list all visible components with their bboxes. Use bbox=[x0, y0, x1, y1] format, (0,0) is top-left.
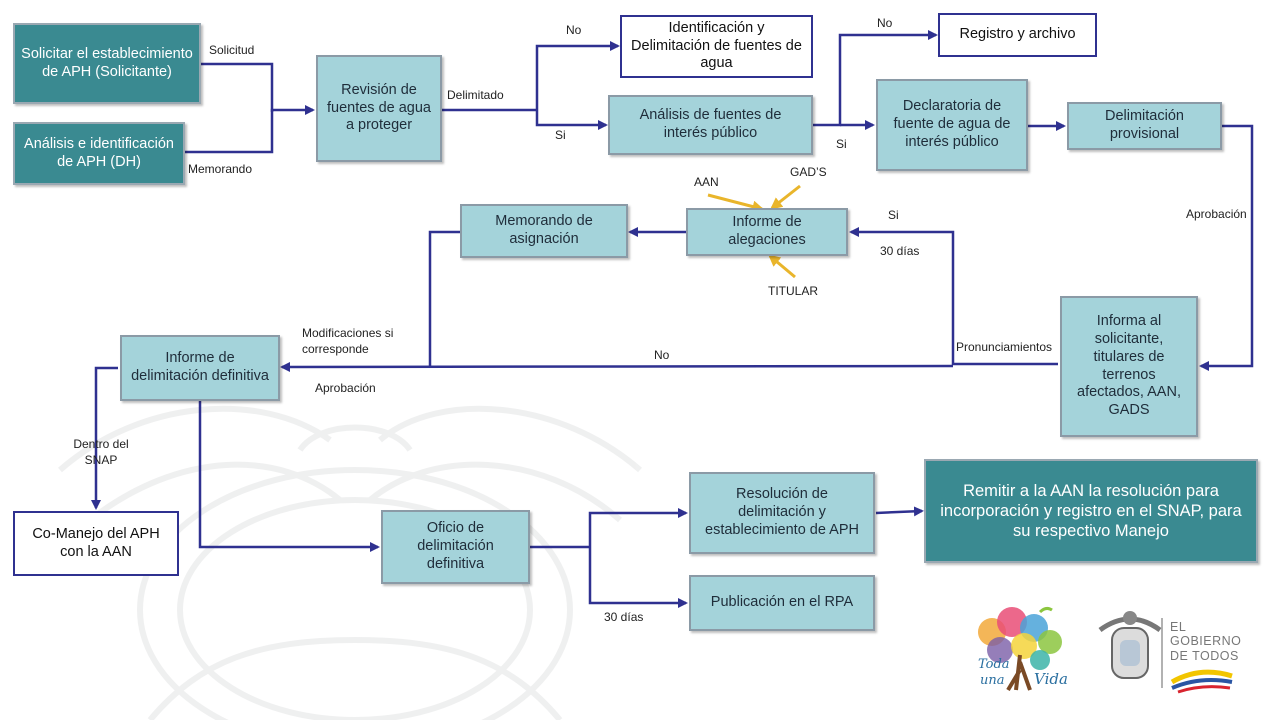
label-30-dias-bottom: 30 días bbox=[604, 610, 644, 624]
node-identificacion-text: Identificación y Delimitación de fuentes… bbox=[631, 19, 802, 72]
node-publicacion-text: Publicación en el RPA bbox=[710, 594, 854, 611]
label-no-top: No bbox=[566, 23, 582, 37]
label-pronunciamientos: Pronunciamientos bbox=[956, 340, 1053, 354]
node-solicitar: Solicitar el establecimiento de APH (Sol… bbox=[13, 23, 201, 104]
node-remitir: Remitir a la AAN la resolución para inco… bbox=[924, 459, 1258, 563]
connector-dentro-snap bbox=[91, 366, 118, 510]
node-memorando-text: Memorando de asignación bbox=[495, 213, 593, 247]
logo-gobierno-text: EL GOBIERNO DE TODOS bbox=[1170, 620, 1242, 663]
connector-resolucion-remitir bbox=[875, 506, 924, 517]
arrow-aan bbox=[707, 193, 765, 213]
node-alegaciones-text: Informe de alegaciones bbox=[728, 214, 806, 248]
label-solicitud: Solicitud bbox=[209, 43, 255, 57]
node-delim-provisional: Delimitación provisional bbox=[1067, 102, 1222, 150]
node-revision: Revisión de fuentes de agua a proteger bbox=[316, 55, 442, 162]
node-revision-text: Revisión de fuentes de agua a proteger bbox=[326, 81, 431, 134]
node-analisis-fuentes-text: Análisis de fuentes de interés público bbox=[639, 107, 782, 141]
connector-si-alegaciones bbox=[849, 227, 1058, 366]
connector-aprobacion-informa bbox=[1199, 124, 1254, 371]
node-informe-def-text: Informe de delimitación definitiva bbox=[131, 350, 269, 384]
connector-memorando bbox=[185, 105, 315, 154]
connector-no-definitiva bbox=[280, 361, 954, 372]
node-solicitar-text: Solicitar el establecimiento de APH (Sol… bbox=[21, 45, 193, 80]
node-analisis-aph: Análisis e identificación de APH (DH) bbox=[13, 122, 185, 185]
label-delimitado: Delimitado bbox=[447, 88, 504, 102]
arrow-titular bbox=[768, 254, 796, 279]
label-dentro-snap: Dentro del SNAP bbox=[73, 437, 129, 467]
label-titular: TITULAR bbox=[768, 284, 819, 298]
connector-si-analisis bbox=[535, 110, 608, 130]
node-memorando: Memorando de asignación bbox=[460, 204, 628, 258]
label-gads: GAD’S bbox=[790, 165, 827, 179]
connector-memorando-definitiva bbox=[428, 230, 460, 366]
node-publicacion: Publicación en el RPA bbox=[689, 575, 875, 631]
label-no-mid: No bbox=[654, 348, 670, 362]
node-oficio-text: Oficio de delimitación definitiva bbox=[417, 520, 494, 572]
label-memorando: Memorando bbox=[188, 162, 253, 176]
logo-left-text-2: una bbox=[980, 673, 1005, 688]
label-30-dias-top: 30 días bbox=[880, 244, 920, 258]
coat-of-arms-icon bbox=[1098, 611, 1162, 679]
logo-left-text-1: Toda bbox=[978, 657, 1010, 672]
flag-stripe-red bbox=[1177, 685, 1231, 694]
node-informe-def: Informe de delimitación definitiva bbox=[120, 335, 280, 401]
connector-definitiva-oficio bbox=[198, 400, 380, 552]
logo-toda-una-vida bbox=[978, 606, 1062, 692]
label-si-mid: Si bbox=[555, 128, 566, 142]
connector-oficio-publicacion bbox=[588, 547, 688, 608]
node-analisis-aph-text: Análisis e identificación de APH (DH) bbox=[24, 135, 174, 170]
connector-oficio-resolucion bbox=[588, 508, 688, 547]
connector-no-registro bbox=[813, 30, 938, 127]
node-remitir-text: Remitir a la AAN la resolución para inco… bbox=[940, 481, 1242, 541]
flag-stripe-yellow bbox=[1170, 669, 1233, 685]
label-si-declaratoria: Si bbox=[836, 137, 847, 151]
label-aprobacion-right: Aprobación bbox=[1186, 207, 1247, 221]
node-declaratoria-text: Declaratoria de fuente de agua de interé… bbox=[893, 98, 1011, 150]
node-comanejo: Co-Manejo del APH con la AAN bbox=[13, 511, 179, 576]
node-informa: Informa al solicitante, titulares de ter… bbox=[1060, 296, 1198, 437]
node-identificacion: Identificación y Delimitación de fuentes… bbox=[620, 15, 813, 78]
connector-no-identificacion bbox=[535, 41, 620, 110]
node-registro: Registro y archivo bbox=[938, 13, 1097, 57]
node-informa-text: Informa al solicitante, titulares de ter… bbox=[1077, 313, 1181, 418]
logo-left-text-3: Vida bbox=[1034, 670, 1068, 688]
node-alegaciones: Informe de alegaciones bbox=[686, 208, 848, 256]
label-aan: AAN bbox=[694, 175, 719, 189]
arrow-gads bbox=[770, 184, 801, 210]
connector-solicitud bbox=[200, 62, 274, 112]
label-si-alegaciones: Si bbox=[888, 208, 899, 222]
node-resolucion: Resolución de delimitación y establecimi… bbox=[689, 472, 875, 554]
node-comanejo-text: Co-Manejo del APH con la AAN bbox=[32, 525, 160, 560]
node-registro-text: Registro y archivo bbox=[959, 26, 1076, 43]
label-aprobacion-left: Aprobación bbox=[315, 381, 376, 395]
watermark-seal bbox=[58, 405, 642, 720]
node-delim-provisional-text: Delimitación provisional bbox=[1105, 108, 1184, 142]
node-analisis-fuentes: Análisis de fuentes de interés público bbox=[608, 95, 813, 155]
node-resolucion-text: Resolución de delimitación y establecimi… bbox=[705, 486, 859, 538]
node-oficio: Oficio de delimitación definitiva bbox=[381, 510, 530, 584]
node-declaratoria: Declaratoria de fuente de agua de interé… bbox=[876, 79, 1028, 171]
label-modificaciones: Modificaciones si corresponde bbox=[302, 326, 394, 356]
flag-stripe-blue bbox=[1171, 678, 1233, 690]
label-no-registro: No bbox=[877, 16, 893, 30]
